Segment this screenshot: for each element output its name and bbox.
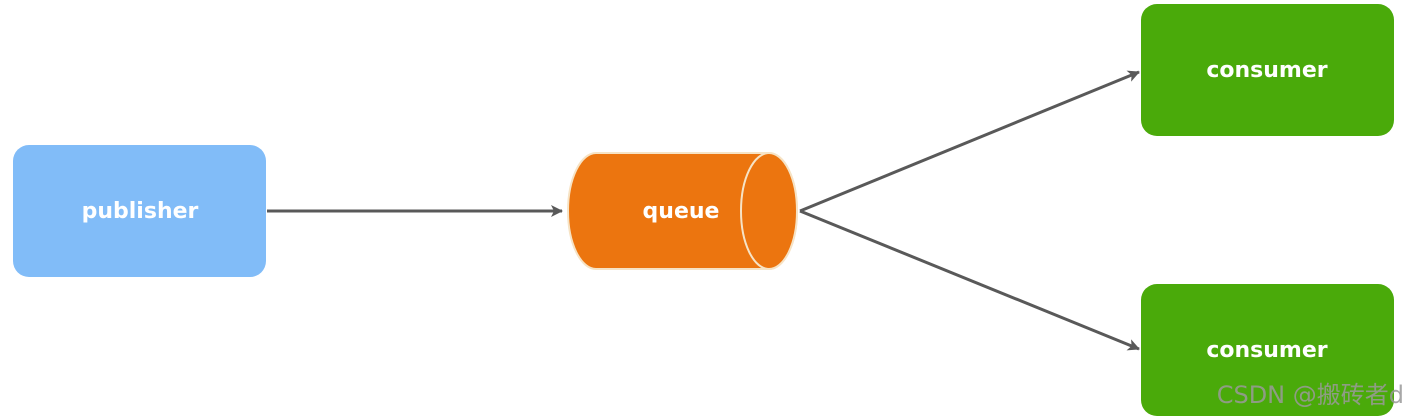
consumer-box-bottom (1141, 284, 1394, 416)
consumer-label-bottom: consumer (1206, 338, 1327, 363)
publisher-node[interactable]: publisher (13, 145, 266, 277)
consumer-label-top: consumer (1206, 58, 1327, 83)
arrow-queue-to-consumer-bottom (799, 209, 1140, 351)
queue-label: queue (643, 199, 720, 224)
arrow-queue-to-consumer-top (799, 70, 1140, 213)
consumer-node-top[interactable]: consumer (1141, 4, 1394, 136)
watermark: CSDN @搬砖者d (1216, 381, 1404, 409)
publisher-label: publisher (82, 199, 199, 224)
queue-node[interactable]: queue (567, 152, 798, 270)
consumer-box-top (1141, 4, 1394, 136)
publisher-box (13, 145, 266, 277)
queue-cylinder-rim (740, 152, 798, 270)
consumer-node-bottom[interactable]: consumer (1141, 284, 1394, 416)
